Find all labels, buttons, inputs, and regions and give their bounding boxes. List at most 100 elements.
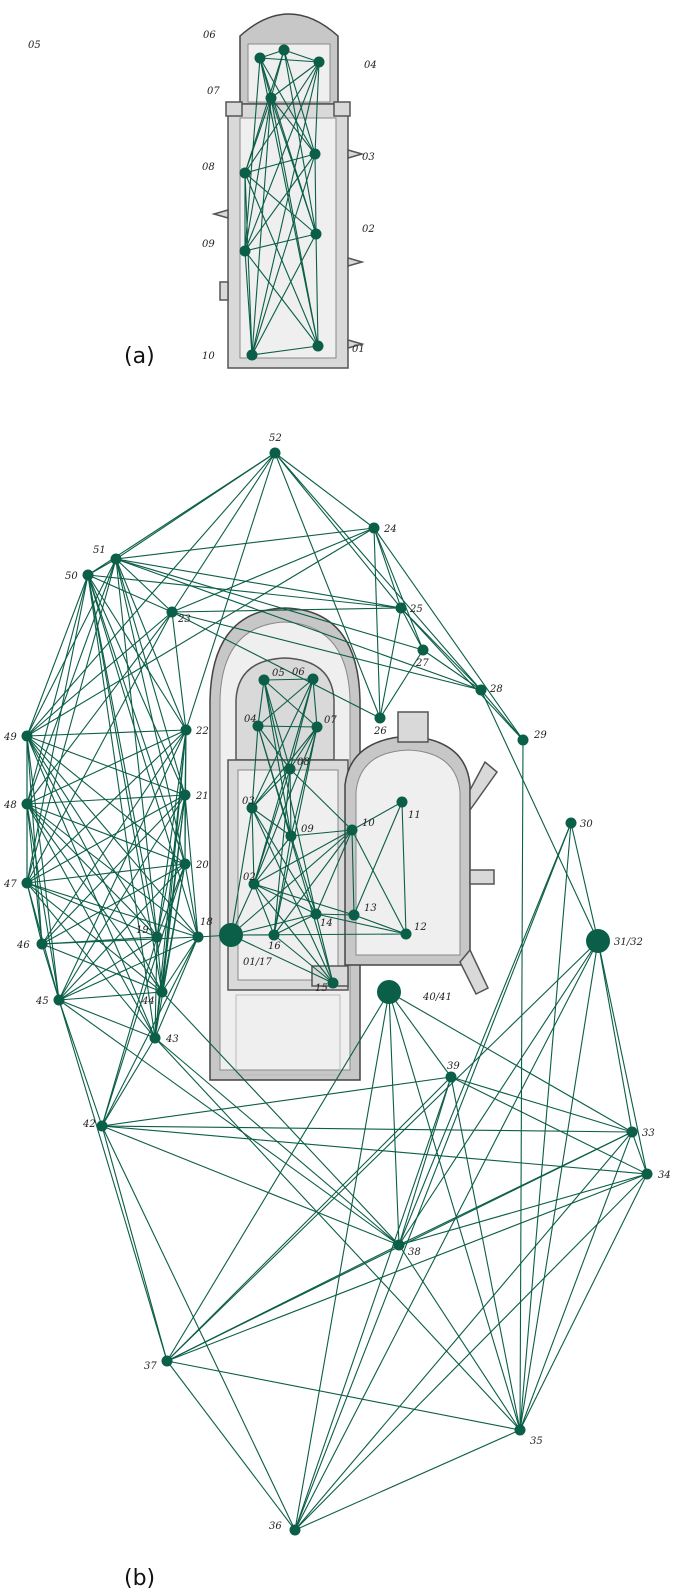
- node-b-13: [348, 909, 360, 921]
- edge-b-11-12: [401, 801, 407, 935]
- node-b-02: [248, 878, 260, 890]
- edge-b-27-26: [379, 649, 424, 719]
- edge-b-50-22: [87, 574, 187, 731]
- node-label-b-16: 16: [268, 941, 281, 952]
- node-label-b-45: 45: [35, 996, 49, 1007]
- edge-a-03-08: [244, 153, 316, 174]
- node-b-38: [393, 1239, 405, 1251]
- node-label-b-39: 39: [447, 1061, 460, 1072]
- edge-b-50-49: [26, 574, 89, 737]
- edge-b-21-19: [156, 794, 186, 938]
- node-label-b-18: 18: [200, 917, 213, 928]
- node-label-b-37: 37: [144, 1361, 157, 1372]
- node-b-37: [161, 1355, 173, 1367]
- edge-b-50-44: [87, 574, 163, 993]
- edge-b-40-41-35: [388, 991, 521, 1431]
- edge-b-47-22: [26, 729, 187, 884]
- node-label-b-13: 13: [364, 903, 377, 914]
- node-b-47: [21, 877, 33, 889]
- edge-b-45-37: [58, 999, 168, 1362]
- edge-b-29-35: [519, 739, 524, 1431]
- edge-b-44-38: [161, 991, 400, 1246]
- node-label-b-30: 30: [580, 819, 593, 830]
- edge-a-08-01: [244, 172, 319, 347]
- edge-a-07-09: [244, 97, 272, 252]
- edge-b-05-06: [263, 678, 314, 681]
- node-b-31-32: [586, 929, 610, 953]
- edge-b-37-34: [166, 1173, 648, 1362]
- node-b-34: [641, 1168, 653, 1180]
- edge-b-09-02: [253, 835, 292, 885]
- node-label-b-10: 10: [362, 818, 375, 829]
- edge-a-07-01: [270, 97, 319, 347]
- edge-b-35-34: [519, 1173, 648, 1431]
- edge-b-22-43: [154, 729, 187, 1039]
- node-a-07: [265, 92, 277, 104]
- edge-b-39-37: [166, 1076, 452, 1362]
- edge-b-45-22: [58, 729, 187, 1001]
- edge-b-46-21: [41, 794, 186, 945]
- edge-b-10-12: [351, 829, 407, 935]
- node-label-b-15: 15: [315, 983, 328, 994]
- edge-b-21-18: [184, 794, 199, 938]
- edge-b-46-18: [41, 936, 199, 945]
- edge-b-35-30: [519, 822, 572, 1431]
- edge-b-50-21: [87, 574, 186, 796]
- node-b-28: [475, 684, 487, 696]
- node-b-40-41: [377, 980, 401, 1004]
- node-b-25: [395, 602, 407, 614]
- edge-b-49-44: [26, 735, 163, 993]
- node-label-b-23: 23: [177, 614, 191, 625]
- edge-b-51-22: [115, 558, 187, 731]
- edge-b-52-22: [185, 452, 276, 731]
- edge-b-24-25: [373, 527, 402, 609]
- edge-b-04-15: [257, 725, 334, 984]
- edge-a-08-02: [244, 172, 317, 235]
- edge-b-05-08: [263, 679, 291, 770]
- edge-b-24-29: [373, 527, 524, 741]
- node-label-b-11: 11: [408, 810, 421, 821]
- edge-b-13-12: [353, 914, 407, 935]
- edge-b-46-22: [41, 729, 187, 945]
- node-label-b-38: 38: [408, 1247, 421, 1258]
- edge-a-03-10: [251, 153, 316, 356]
- edge-b-10-14: [315, 829, 353, 915]
- edge-b-45-43: [58, 999, 156, 1039]
- node-b-45: [53, 994, 65, 1006]
- node-label-b-40-41: 40/41: [422, 992, 452, 1003]
- edge-b-42-38: [101, 1125, 400, 1246]
- edge-a-02-09: [244, 233, 317, 252]
- edge-b-06-08: [289, 678, 314, 770]
- edge-b-08-03: [251, 768, 291, 809]
- edge-b-50-20: [87, 574, 186, 865]
- node-b-29: [517, 734, 529, 746]
- node-b-19: [151, 931, 163, 943]
- edge-a-07-02: [270, 97, 317, 235]
- node-a-08: [239, 167, 251, 179]
- node-a-09: [239, 245, 251, 257]
- edge-b-24-49: [26, 527, 375, 737]
- edge-b-05-07: [263, 679, 318, 728]
- edge-b-47-21: [26, 794, 186, 884]
- edge-b-04-03: [251, 725, 259, 809]
- node-label-b-08: 08: [297, 757, 310, 768]
- node-label-b-52: 52: [269, 433, 282, 444]
- edge-b-10-01-17: [230, 829, 353, 936]
- node-label-b-12: 12: [414, 922, 427, 933]
- edge-b-04-07: [257, 725, 318, 728]
- node-label-b-07: 07: [324, 715, 337, 726]
- node-label-a-05: 05: [28, 40, 41, 51]
- edge-b-20-43: [154, 863, 186, 1039]
- edge-b-18-44: [161, 936, 199, 993]
- edge-b-11-13: [353, 801, 403, 916]
- edge-b-07-16: [273, 726, 318, 936]
- edge-a-05-04: [283, 49, 320, 63]
- node-a-02: [310, 228, 322, 240]
- edge-b-39-36: [294, 1076, 452, 1531]
- edge-b-39-33: [450, 1076, 633, 1133]
- node-b-01-17: [219, 923, 243, 947]
- node-label-a-01: 01: [352, 344, 365, 355]
- node-a-04: [313, 56, 325, 68]
- node-label-b-04: 04: [244, 714, 257, 725]
- node-label-b-31-32: 31/32: [614, 937, 643, 948]
